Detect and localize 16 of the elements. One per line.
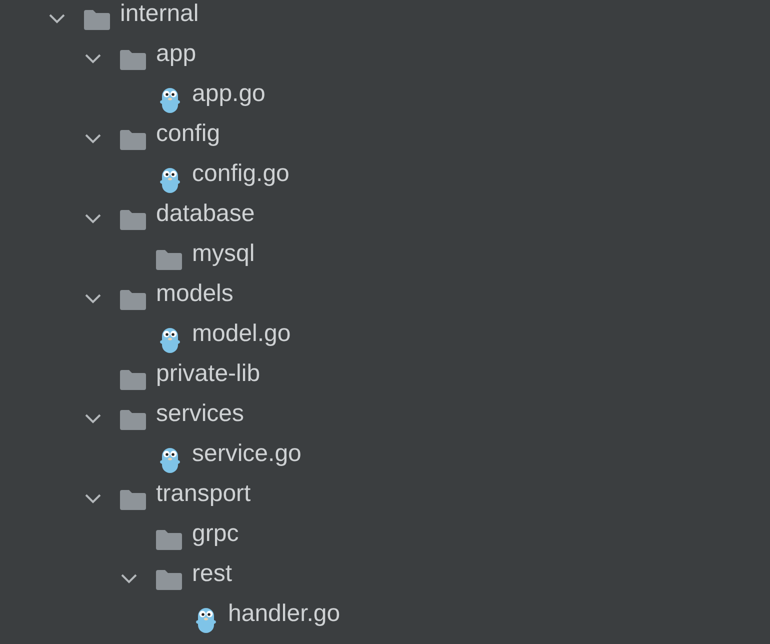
file-name: handler.go (228, 600, 340, 629)
folder-name: database (156, 200, 255, 229)
folder-name: config (156, 120, 220, 149)
file-name: app.go (192, 80, 266, 109)
folder-name: rest (192, 560, 232, 589)
file-name: config.go (192, 160, 290, 189)
folder-name: mysql (192, 240, 255, 269)
file-name: service.go (192, 440, 302, 469)
folder-name: internal (120, 0, 199, 29)
folder-name: app (156, 40, 196, 69)
folder-name: services (156, 400, 244, 429)
file-name: model.go (192, 320, 291, 349)
folder-name: models (156, 280, 234, 309)
folder-name: grpc (192, 520, 239, 549)
folder-name: transport (156, 480, 251, 509)
folder-name: private-lib (156, 360, 260, 389)
